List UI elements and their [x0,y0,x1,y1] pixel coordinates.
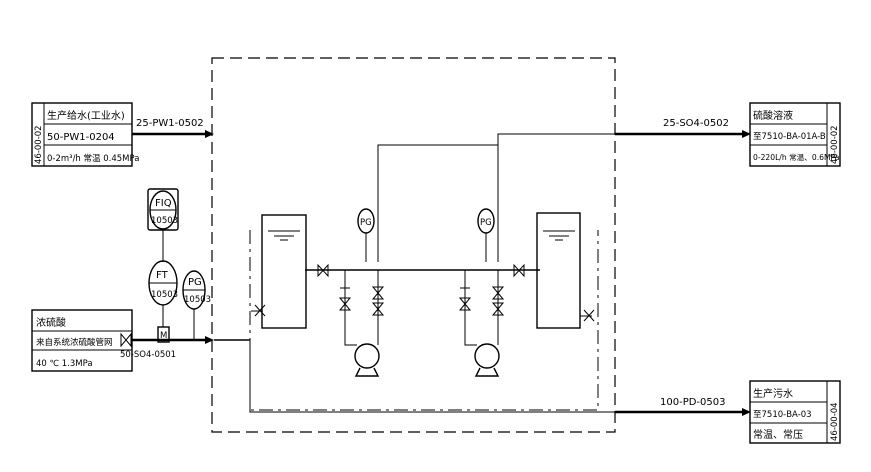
pump1 [354,343,380,377]
ft-number: 10503 [151,290,178,300]
dilute-acid-dest-box: 46-00-02 硫酸溶液 至7510-BA-01A-B 0-220L/h 常温… [749,102,841,167]
pump1-check-valve-icon [371,286,385,316]
waste-water-line-label: 100-PD-0503 [660,397,725,408]
waste-water-title: 生产污水 [753,387,793,400]
dilute-acid-conditions: 0-220L/h 常温、0.6MPa [753,153,839,162]
dilute-acid-arrow [742,130,751,138]
acid-source-box: 浓硫酸 来自系统浓硫酸管网 40 ℃ 1.3MPa [31,309,133,372]
ft-instrument: FT 10503 [148,260,178,306]
pg-pump2-instrument: PG [477,208,495,234]
flow-meter-symbol: M [160,331,167,341]
acid-source-origin: 来自系统浓硫酸管网 [36,337,113,348]
right-tank-drain-valve-icon [580,309,595,322]
dilute-acid-line-label: 25-SO4-0502 [663,118,729,129]
waste-water-arrow [742,408,751,416]
pump2-suction-pipe [464,270,477,346]
discharge-header [377,144,498,262]
dilute-acid-side-code: 46-00-02 [830,125,840,164]
dilute-acid-title: 硫酸溶液 [753,109,793,122]
drain-header [249,340,615,413]
right-tank [536,212,581,329]
pg-acid-instrument: PG 10503 [182,270,211,310]
ft-code: FT [156,270,169,281]
pg-acid-number: 10503 [184,295,211,305]
pump1-suction-pipe [344,270,357,346]
pg-pump2-code: PG [480,218,492,228]
acid-feed-line-label: 50-SO4-0501 [120,350,176,360]
process-water-source-box: 46-00-02 生产给水(工业水) 50-PW1-0204 0-2m³/h 常… [31,102,139,167]
pg-pump1-instrument: PG [357,208,375,234]
waste-water-dest: 至7510-BA-03 [753,410,812,420]
pump2 [474,343,500,377]
dilute-acid-dest: 至7510-BA-01A-B [753,132,826,142]
left-tank-outlet-valve-icon [317,263,329,278]
waste-water-dest-box: 46-00-04 生产污水 至7510-BA-03 常温、常压 [749,380,841,444]
process-water-side-code: 46-00-02 [34,125,44,164]
acid-source-conditions: 40 ℃ 1.3MPa [36,359,93,369]
pump2-check-valve-icon [491,286,505,316]
pg-acid-code: PG [188,277,202,288]
process-water-line-no: 50-PW1-0204 [47,132,115,143]
acid-inlet-valve-icon [120,332,132,348]
process-water-arrow [205,130,214,138]
right-tank-outlet-valve-icon [513,263,525,278]
left-tank-drain-valve-icon [251,304,266,317]
fiq-code: FIQ [155,198,172,209]
skid-boundary [211,57,616,433]
acid-feed-arrow [205,336,214,344]
waste-water-side-code: 46-00-04 [830,402,840,441]
pump1-suction-valve-icon [338,287,352,311]
process-water-title: 生产给水(工业水) [47,109,125,122]
discharge-header-2 [497,133,615,262]
process-water-conditions: 0-2m³/h 常温 0.45MPa [47,153,139,164]
inner-enclosure [249,230,599,411]
acid-source-title: 浓硫酸 [36,316,66,329]
pump2-suction-valve-icon [458,287,472,311]
pg-pump1-code: PG [360,218,372,228]
fiq-instrument: FIQ 10503 [147,188,179,231]
process-water-line-label: 25-PW1-0502 [136,118,204,129]
left-tank [261,214,307,329]
fiq-number: 10503 [151,216,178,226]
waste-water-conditions: 常温、常压 [753,428,803,441]
